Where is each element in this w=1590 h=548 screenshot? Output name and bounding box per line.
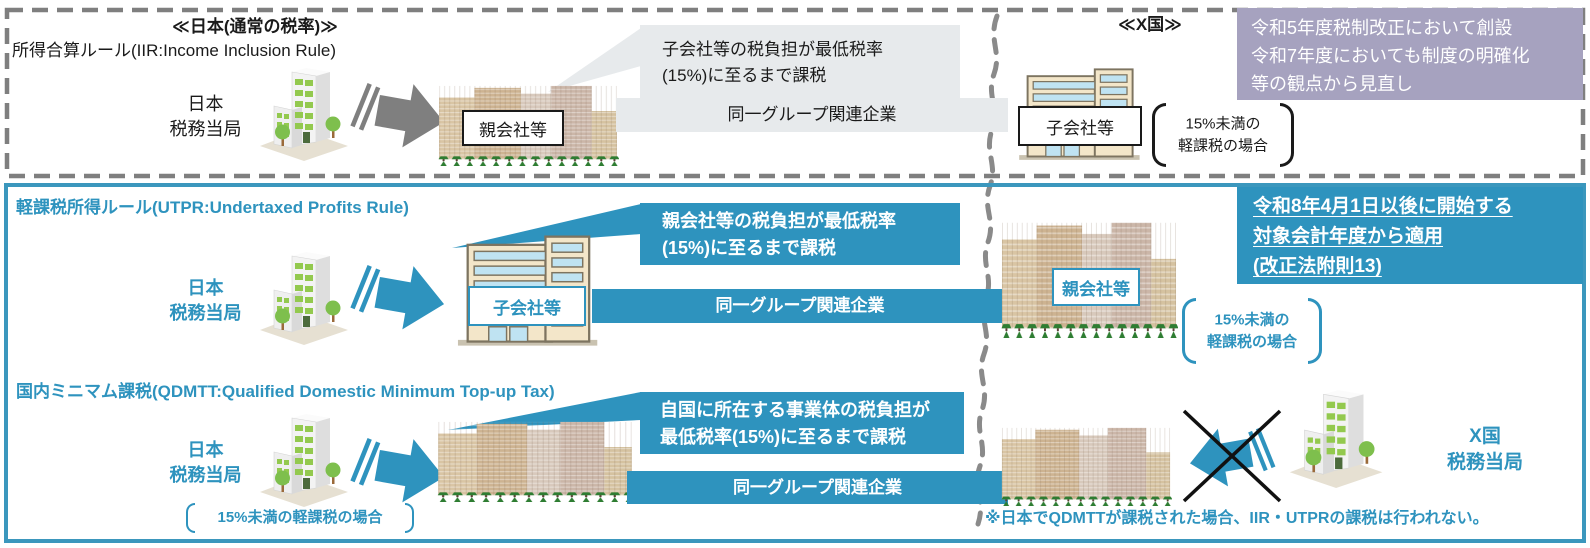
utpr-parent-company-label: 親会社等 [1052,268,1140,306]
utpr-qdmtt-section-frame [4,183,1586,543]
qdmtt-low-tax-bracket: 15%未満の軽課税の場合 [186,503,414,533]
iir-parent-company-label: 親会社等 [462,110,564,146]
utpr-taxation-arrow-icon [344,252,452,340]
utpr-japan-authority-label: 日本 税務当局 [169,278,242,323]
utpr-section-title: 軽課税所得ルール(UTPR:Undertaxed Profits Rule) [16,198,409,217]
iir-group-band: 同一グループ関連企業 [616,98,1008,132]
left-paren [186,503,195,533]
iir-subsidiary-company-label: 子会社等 [1018,106,1142,146]
japan-tax-authority-building-icon [252,250,352,345]
iir-callout-box: 子会社等の税負担が最低税率 (15%)に至るまで課税 [640,25,960,99]
blocked-taxation-arrow [1182,409,1282,503]
qdmtt-japan-authority-label: 日本 税務当局 [169,440,242,485]
utpr-callout-beam [452,204,641,248]
iir-section-title: 所得合算ルール(IIR:Income Inclusion Rule) [12,41,337,60]
x-country-region-label: ≪X国≫ [1118,15,1182,34]
qdmtt-footnote: ※日本でQDMTTが課税された場合、IIR・UTPRの課税は行われない。 [985,510,1489,527]
japan-tax-authority-building-icon [252,66,352,161]
x-cross-icon [1182,409,1282,503]
iir-taxation-arrow-icon [344,70,452,158]
utpr-subsidiary-company-label: 子会社等 [468,286,586,326]
iir-section-dashed-border [4,7,1586,179]
utpr-callout-box: 親会社等の税負担が最低税率 (15%)に至るまで課税 [640,203,960,265]
japan-tax-authority-building-icon [252,412,352,507]
iir-callout-beam [548,28,641,92]
utpr-low-tax-bracket: 15%未満の 軽課税の場合 [1182,298,1322,364]
qdmtt-callout-box: 自国に所在する事業体の税負担が 最低税率(15%)に至るまで課税 [640,392,964,454]
qdmtt-entity-building-complex-icon [436,420,634,502]
qdmtt-callout-beam [448,392,641,430]
qdmtt-group-band: 同一グループ関連企業 [627,471,1008,504]
left-paren [1152,103,1166,167]
application-date-box: 令和8年4月1日以後に開始する 対象会計年度から適用 (改正法附則13) [1237,187,1583,284]
xcountry-authority-label: X国 税務当局 [1446,426,1523,474]
xcountry-tax-authority-building-icon [1278,388,1390,488]
iir-low-tax-bracket: 15%未満の 軽課税の場合 [1152,103,1294,167]
left-paren [1182,298,1196,364]
iir-region-label: ≪日本(通常の税率)≫ [172,17,338,36]
qdmtt-section-title: 国内ミニマム課税(QDMTT:Qualified Domestic Minimu… [16,382,555,401]
utpr-group-band: 同一グループ関連企業 [592,289,1008,323]
revision-note-box: 令和5年度税制改正において創設 令和7年度においても制度の明確化 等の観点から見… [1237,8,1583,100]
iir-japan-authority-label: 日本 税務当局 [169,94,242,139]
qdmtt-xcountry-building-complex-icon [1000,426,1172,506]
